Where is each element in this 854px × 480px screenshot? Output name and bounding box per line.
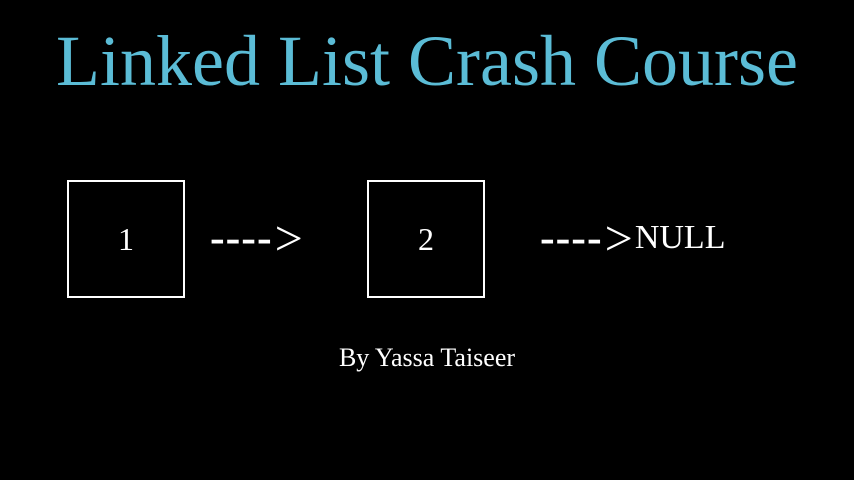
null-terminal-label: NULL [634,219,726,256]
slide-title: Linked List Crash Course [56,21,798,101]
pointer-arrow-2: ---- > NULL [540,208,725,268]
node-1-value: 1 [118,220,134,257]
list-node-2: 2 [367,180,485,298]
arrow-1-head: > [274,210,303,266]
pointer-arrow-1: ---- > [210,208,303,268]
arrow-1-shaft: ---- [210,213,273,262]
author-credit: By Yassa Taiseer [338,343,516,372]
arrow-2-head: > [604,210,633,266]
list-node-1: 1 [67,180,185,298]
node-2-value: 2 [418,220,434,257]
arrow-2-shaft: ---- [540,213,603,262]
